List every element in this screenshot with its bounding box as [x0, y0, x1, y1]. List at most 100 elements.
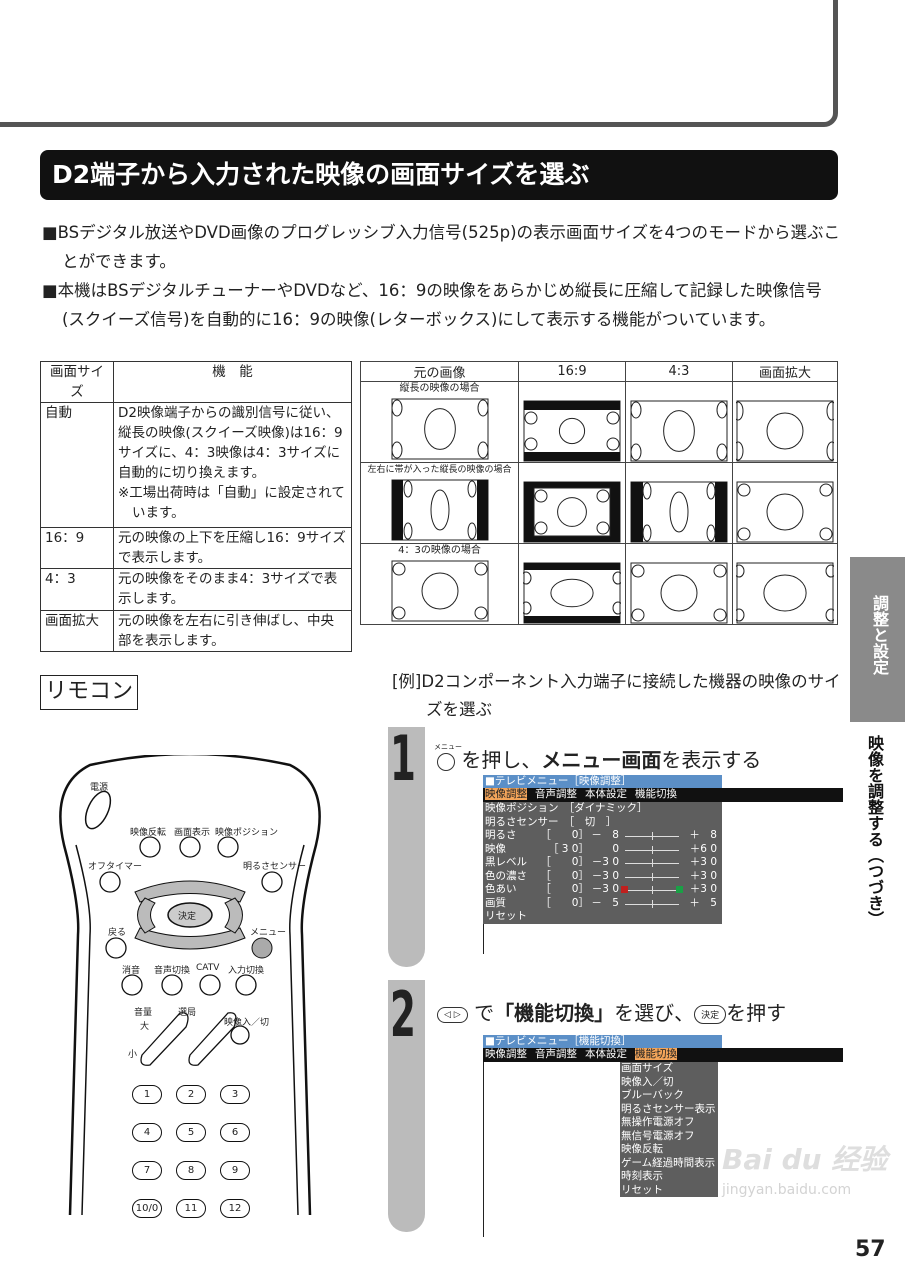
menu-tab[interactable]: 機能切換	[635, 1048, 677, 1060]
screen-diagram	[736, 481, 834, 543]
dropdown-item[interactable]: 映像反転	[621, 1143, 663, 1155]
menu-tab[interactable]: 音声調整	[535, 1048, 577, 1060]
number-button[interactable]: 1	[132, 1085, 162, 1104]
number-button[interactable]: 6	[220, 1123, 250, 1142]
desc-cell: 元の映像を左右に引き伸ばし、中央部を表示します。	[113, 610, 352, 652]
adjust-max: ＋ 5	[689, 896, 717, 909]
menu-tab[interactable]: 機能切換	[635, 788, 677, 800]
row-caption: 縦長の映像の場合	[399, 383, 480, 394]
menu-tab[interactable]: 音声調整	[535, 788, 577, 800]
menu-screen-2: ■テレビメニュー［機能切換］ 映像調整音声調整本体設定機能切換 画面サイズ映像入…	[483, 1035, 843, 1237]
dropdown-item[interactable]: ブルーバック	[621, 1089, 684, 1101]
number-button[interactable]: 8	[176, 1161, 206, 1180]
bullet-1: ■BSデジタル放送やDVD画像のプログレッシブ入力信号(525p)の表示画面サイ…	[42, 223, 841, 271]
number-button[interactable]: 12	[220, 1199, 250, 1218]
number-button[interactable]: 9	[220, 1161, 250, 1180]
menu-button-icon: メニュー	[434, 743, 462, 771]
back-button[interactable]: 戻る	[108, 928, 127, 938]
audio-button[interactable]: 音声切換	[154, 966, 191, 976]
screen-diagram	[523, 562, 621, 624]
off-timer-button[interactable]: オフタイマー	[88, 862, 143, 872]
example-text: [例]D2コンポーネント入力端子に接続した機器の映像のサイズを選ぶ	[392, 672, 841, 719]
adjust-value: ［ 0］	[540, 883, 589, 895]
side-section-label: 映像を調整する（つづき）	[865, 735, 884, 927]
number-button[interactable]: 5	[176, 1123, 206, 1142]
dropdown-item[interactable]: リセット	[621, 1183, 663, 1196]
section-title: D2端子から入力された映像の画面サイズを選ぶ	[40, 150, 838, 200]
dropdown-item[interactable]: ゲーム経過時間表示	[621, 1156, 716, 1169]
step-2-text-mid: を選び、	[614, 1001, 695, 1025]
adjust-row[interactable]: 明るさ［ 0］－ 8＋ 8	[485, 829, 722, 843]
menu-line[interactable]: 明るさセンサー ［ 切 ］	[485, 815, 617, 828]
diagram-cell	[625, 462, 733, 544]
menu-tab[interactable]: 映像調整	[485, 1048, 527, 1060]
dropdown-item[interactable]: 明るさセンサー表示	[621, 1102, 716, 1115]
menu-tab[interactable]: 本体設定	[585, 1048, 627, 1060]
step-2-text: で	[474, 1001, 495, 1025]
menu-bar: 映像調整音声調整本体設定機能切換	[483, 788, 843, 802]
adjust-value: ［ 0］	[540, 869, 589, 882]
dropdown-item[interactable]: 映像入／切	[621, 1075, 674, 1088]
page-number: 57	[855, 1237, 886, 1262]
flip-button[interactable]: 映像反転	[130, 828, 167, 838]
menu-tab[interactable]: 本体設定	[585, 788, 627, 800]
number-button[interactable]: 11	[176, 1199, 206, 1218]
slider[interactable]	[621, 883, 683, 897]
diagram-cell	[732, 381, 838, 463]
dropdown-item[interactable]: 無操作電源オフ	[621, 1116, 695, 1128]
number-button[interactable]: 2	[176, 1085, 206, 1104]
dropdown-item[interactable]: 画面サイズ	[621, 1062, 674, 1074]
number-button[interactable]: 4	[132, 1123, 162, 1142]
adjust-min: －3 0	[591, 869, 619, 882]
menu-line[interactable]: 映像ポジション ［ダイナミック］	[485, 802, 648, 814]
video-onoff-button[interactable]: 映像入／切	[224, 1018, 270, 1028]
number-button[interactable]: 3	[220, 1085, 250, 1104]
adjust-value: ［ 0］	[540, 896, 589, 909]
position-button[interactable]: 映像ポジション	[215, 828, 279, 838]
left-right-buttons-icon: ◁ ▷	[437, 1006, 468, 1023]
mute-button[interactable]: 消音	[122, 966, 141, 976]
slider[interactable]	[621, 870, 683, 884]
adjust-min: －3 0	[591, 883, 619, 895]
screen-diagram	[736, 562, 834, 624]
slider[interactable]	[621, 856, 683, 870]
adjust-max: ＋3 0	[689, 856, 717, 868]
diagram-cell: 4：3の映像の場合	[360, 543, 519, 625]
menu-button[interactable]: メニュー	[250, 928, 287, 938]
enter-button[interactable]: 決定	[178, 912, 197, 922]
menu-bar: 映像調整音声調整本体設定機能切換	[483, 1048, 843, 1062]
dropdown-item[interactable]: 無信号電源オフ	[621, 1129, 695, 1142]
power-button-label[interactable]: 電源	[90, 783, 109, 793]
remote-label: リモコン	[40, 675, 138, 710]
step-2-bold: 「機能切換」	[494, 1001, 615, 1025]
adjust-value: ［ 0］	[540, 856, 589, 868]
header-size: 画面サイズ	[40, 361, 114, 403]
menu-tab[interactable]: 映像調整	[485, 788, 527, 800]
number-button[interactable]: 10/0	[132, 1199, 162, 1218]
dropdown-item[interactable]: 時刻表示	[621, 1170, 663, 1182]
brightness-sensor-button[interactable]: 明るさセンサー	[243, 862, 307, 872]
diagram-cell	[732, 462, 838, 544]
slider[interactable]	[621, 829, 683, 843]
adjust-label: 明るさ	[485, 829, 517, 841]
screen-diagram	[523, 400, 621, 462]
side-tab[interactable]: 調整と設定	[850, 557, 905, 722]
input-button[interactable]: 入力切換	[228, 966, 265, 976]
catv-button[interactable]: CATV	[196, 963, 220, 973]
adjust-row[interactable]: 色の濃さ［ 0］－3 0＋3 0	[485, 870, 722, 884]
adjust-min: －3 0	[591, 856, 619, 868]
adjust-label: 色の濃さ	[485, 869, 527, 882]
display-button[interactable]: 画面表示	[174, 828, 211, 838]
adjust-row[interactable]: 黒レベル［ 0］－3 0＋3 0	[485, 856, 722, 870]
adjust-row[interactable]: 映像［ 3 0］0＋6 0	[485, 843, 722, 857]
adjust-row[interactable]: 色あい［ 0］－3 0＋3 0	[485, 883, 722, 897]
adjust-max: ＋3 0	[689, 883, 717, 895]
reset-item[interactable]: リセット	[485, 910, 527, 922]
slider[interactable]	[621, 843, 683, 857]
diagram-cell	[732, 543, 838, 625]
adjust-row[interactable]: 画質［ 0］－ 5＋ 5	[485, 897, 722, 911]
step-2-heading: ◁ ▷ で「機能切換」を選び、決定を押す	[437, 997, 786, 1026]
slider[interactable]	[621, 897, 683, 911]
number-button[interactable]: 7	[132, 1161, 162, 1180]
header-43: 4:3	[625, 361, 733, 382]
